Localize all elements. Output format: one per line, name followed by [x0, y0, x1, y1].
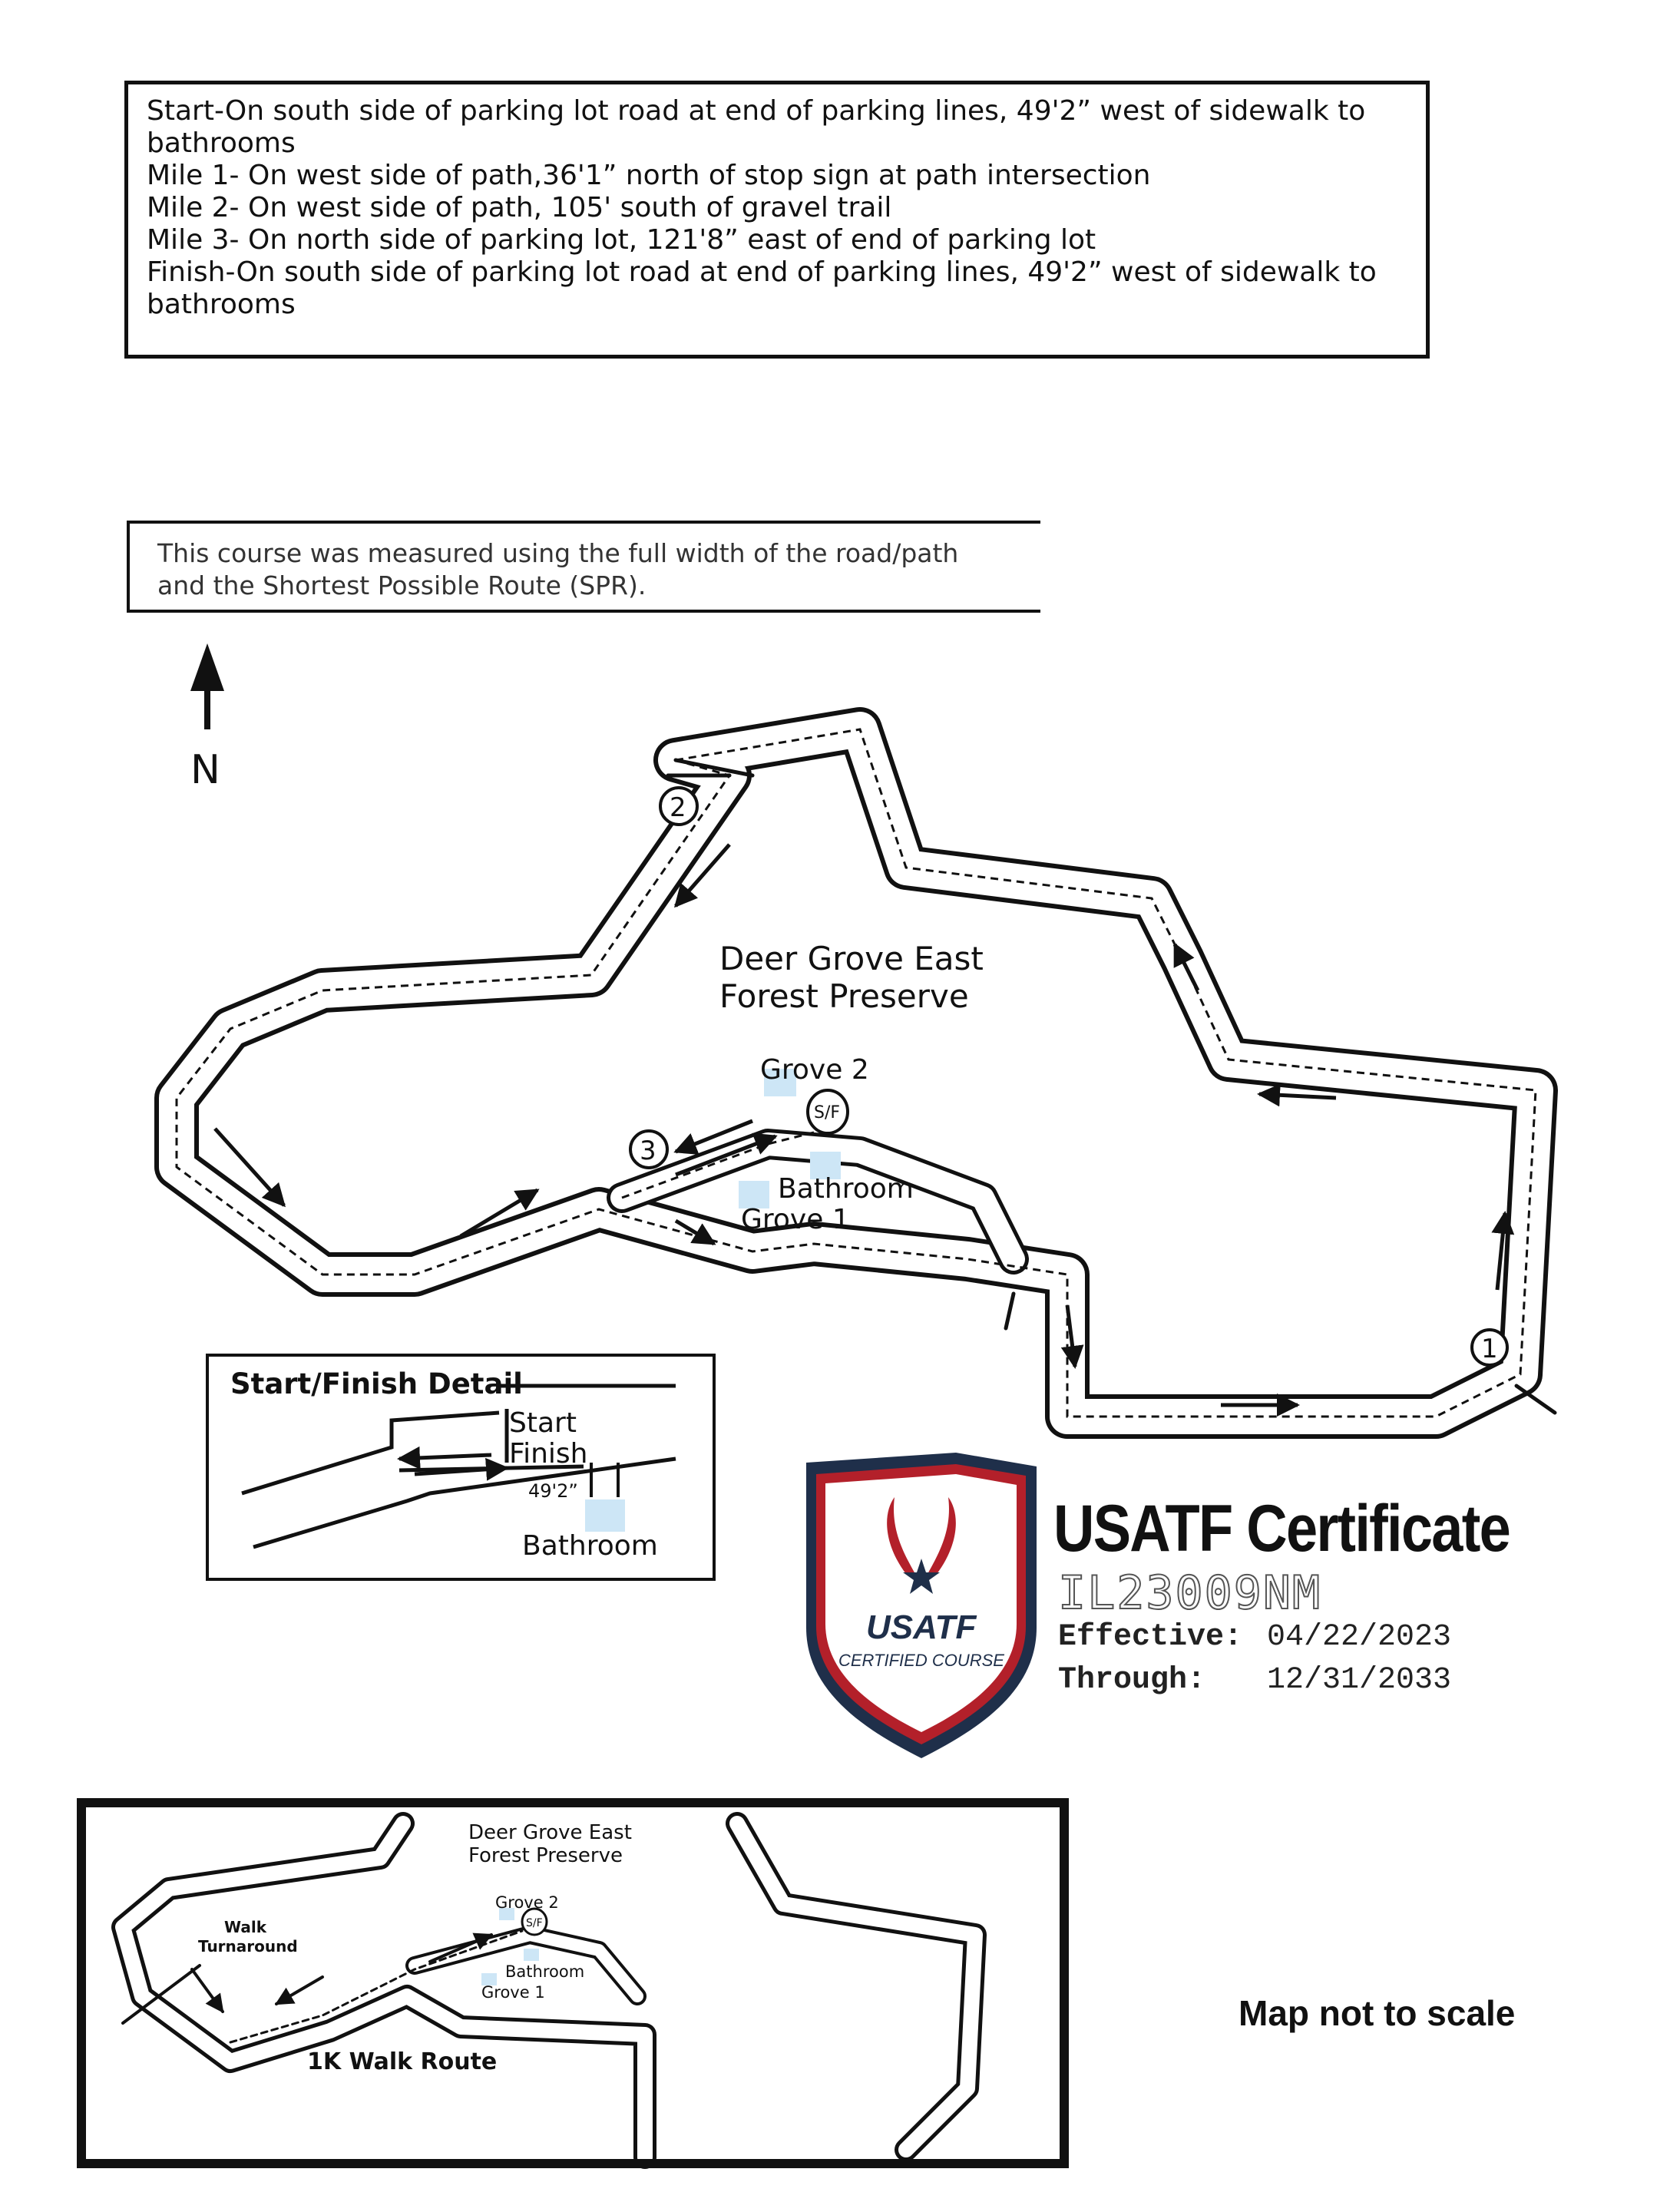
- through-label: Through:: [1058, 1663, 1206, 1698]
- mile-marker-3-text: 3: [640, 1136, 656, 1166]
- mile-marker-2-text: 2: [670, 792, 686, 823]
- grove2-label: Grove 2: [760, 1054, 869, 1086]
- mile3-directions: Mile 3- On north side of parking lot, 12…: [147, 224, 1096, 256]
- mile-marker-1: 1: [1470, 1328, 1509, 1367]
- park-name-line2: Forest Preserve: [719, 977, 969, 1015]
- start-finish-text: S/F: [814, 1103, 840, 1122]
- scale-note: Map not to scale: [1239, 1993, 1516, 2033]
- bathroom-square: [810, 1152, 841, 1179]
- mile-marker-3: 3: [629, 1129, 669, 1169]
- effective-date: 04/22/2023: [1267, 1620, 1452, 1655]
- north-arrow-icon: [190, 643, 224, 729]
- detail-finish-label: Finish: [509, 1438, 587, 1470]
- detail-start-label: Start: [509, 1407, 577, 1439]
- walk-grove2-label: Grove 2: [495, 1893, 559, 1912]
- mile-marker-2: 2: [659, 786, 699, 826]
- walk-park-name-line2: Forest Preserve: [468, 1844, 623, 1867]
- effective-label: Effective:: [1058, 1620, 1243, 1655]
- walk-grove1-square: [481, 1973, 497, 1985]
- finish-directions-cont: bathrooms: [147, 289, 296, 320]
- spr-route-start-spur: [621, 1131, 815, 1199]
- badge-brand: USATF: [866, 1608, 977, 1646]
- start-finish-marker: S/F: [806, 1089, 849, 1135]
- detail-distance-label: 49'2”: [528, 1480, 578, 1502]
- grove2-square: [764, 1069, 796, 1096]
- certificate-title: USATF Certificate: [1053, 1492, 1511, 1565]
- usatf-certified-course-badge: USATF CERTIFIED COURSE: [806, 1453, 1037, 1758]
- through-date: 12/31/2033: [1267, 1663, 1452, 1698]
- park-name-line1: Deer Grove East: [719, 940, 984, 977]
- spr-route-line: [175, 728, 1537, 1418]
- finish-directions: Finish-On south side of parking lot road…: [147, 256, 1377, 288]
- start-directions: Start-On south side of parking lot road …: [147, 95, 1366, 127]
- certificate-id: IL23009NM: [1057, 1565, 1322, 1621]
- measurement-note: This course was measured using the full …: [127, 521, 1040, 613]
- walk-bathroom-square: [524, 1949, 539, 1961]
- mile1-directions: Mile 1- On west side of path,36'1” north…: [147, 160, 1151, 191]
- detail-bathroom-label: Bathroom: [522, 1530, 658, 1562]
- start-directions-cont: bathrooms: [147, 127, 296, 159]
- walk-start-finish-text: S/F: [526, 1917, 543, 1929]
- walk-grove1-label: Grove 1: [481, 1983, 545, 2002]
- bathroom-label: Bathroom: [778, 1173, 914, 1205]
- walk-turnaround-line1: Walk: [224, 1918, 267, 1936]
- walk-route-title: 1K Walk Route: [307, 2048, 497, 2075]
- measurement-note-line1: This course was measured using the full …: [157, 538, 959, 568]
- walk-turnaround-line2: Turnaround: [198, 1937, 298, 1956]
- start-finish-detail: Start/Finish Detail Start Finish 49'2” B…: [206, 1354, 716, 1581]
- mile2-directions: Mile 2- On west side of path, 105' south…: [147, 192, 892, 223]
- north-label: N: [190, 747, 220, 793]
- grove1-label: Grove 1: [741, 1204, 850, 1235]
- measurement-note-line2: and the Shortest Possible Route (SPR).: [157, 570, 647, 600]
- certificate-through-row: Through: 12/31/2033: [1058, 1663, 1451, 1698]
- walk-park-name-line1: Deer Grove East: [468, 1821, 632, 1844]
- certificate-effective-row: Effective: 04/22/2023: [1058, 1620, 1451, 1655]
- badge-sub: CERTIFIED COURSE: [838, 1651, 1004, 1670]
- grove1-square: [739, 1181, 769, 1208]
- detail-title: Start/Finish Detail: [230, 1367, 523, 1400]
- walk-start-finish-marker: S/F: [521, 1907, 548, 1936]
- walk-bathroom-label: Bathroom: [505, 1962, 584, 1981]
- directions-box: Start-On south side of parking lot road …: [124, 81, 1430, 359]
- walk-map-frame: [77, 1798, 1069, 2168]
- walk-grove2-square: [499, 1908, 514, 1920]
- walk-route-map: [111, 1812, 987, 2169]
- direction-arrows: [213, 843, 1515, 1417]
- mile-marker-1-text: 1: [1481, 1334, 1498, 1364]
